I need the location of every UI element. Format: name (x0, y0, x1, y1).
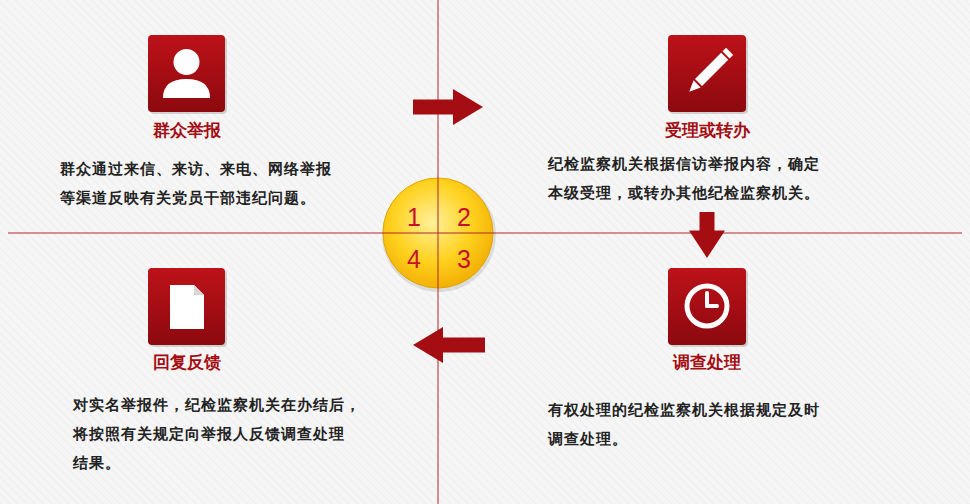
step-title: 受理或转办 (607, 120, 807, 140)
pencil-icon (686, 80, 701, 95)
step-description: 群众通过来信、来访、来电、网络举报 等渠道反映有关党员干部违纪问题。 (60, 155, 342, 213)
step-number: 3 (449, 244, 479, 274)
number-slot: 1 (399, 202, 429, 232)
flow-arrow (413, 327, 485, 363)
step-number: 1 (399, 202, 429, 232)
process-quadrant: 调查处理有权处理的纪检监察机关根据规定及时 调查处理。 (485, 258, 840, 473)
clock-icon (687, 286, 727, 326)
document-icon (194, 285, 204, 295)
pencil-icon (686, 48, 733, 95)
icon-tile (148, 268, 225, 345)
cross-line (438, 0, 439, 504)
icon-tile (148, 35, 225, 112)
step-number: 4 (399, 244, 429, 274)
number-slot: 4 (399, 244, 429, 274)
icon-tile (668, 35, 746, 112)
step-title: 群众举报 (87, 120, 287, 140)
step-description: 有权处理的纪检监察机关根据规定及时 调查处理。 (548, 396, 830, 454)
process-quadrant: 回复反馈对实名举报件，纪检监察机关在办结后， 将按照有关规定向举报人反馈调查处理… (55, 258, 413, 480)
icon-tile (668, 268, 746, 345)
step-title: 调查处理 (607, 352, 807, 372)
person-icon (174, 49, 200, 75)
number-slot: 3 (449, 244, 479, 274)
number-slot: 2 (449, 202, 479, 232)
step-description: 纪检监察机关根据信访举报内容，确定 本级受理，或转办其他纪检监察机关。 (548, 150, 830, 208)
step-title: 回复反馈 (87, 352, 287, 372)
cross-line (8, 233, 962, 234)
flow-arrow (413, 89, 483, 125)
step-description: 对实名举报件，纪检监察机关在办结后， 将按照有关规定向举报人反馈调查处理 结果。 (73, 391, 364, 478)
circle-shadow (382, 178, 496, 292)
clock-icon (707, 304, 717, 308)
document-icon (170, 285, 204, 329)
pencil-icon (695, 53, 728, 86)
process-quadrant: 群众举报群众通过来信、来访、来电、网络举报 等渠道反映有关党员干部违纪问题。 (55, 25, 413, 215)
process-quadrant: 受理或转办纪检监察机关根据信访举报内容，确定 本级受理，或转办其他纪检监察机关。 (483, 25, 840, 212)
step-number: 2 (449, 202, 479, 232)
person-icon (163, 79, 210, 98)
flow-arrow (689, 212, 725, 258)
